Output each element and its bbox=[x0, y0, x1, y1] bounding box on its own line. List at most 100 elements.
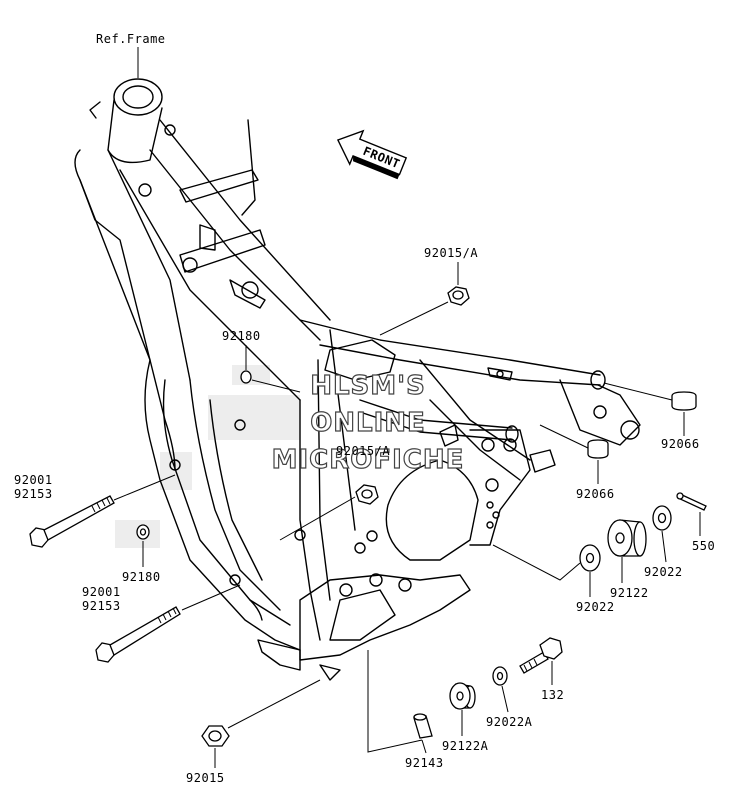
lower-hole-3 bbox=[398, 578, 412, 592]
frame-hole-f bbox=[366, 530, 378, 542]
label-92022-a: 92022 bbox=[576, 600, 615, 614]
clip-bracket bbox=[529, 449, 556, 473]
lead-bolt-lower bbox=[181, 584, 241, 611]
watermark-line-3: MICROFICHE bbox=[272, 445, 465, 475]
seat-tab bbox=[487, 367, 513, 381]
lead-92143-2 bbox=[421, 739, 427, 754]
lead-92015 bbox=[227, 679, 321, 729]
shade-panel-1 bbox=[208, 395, 300, 440]
front-downtube-right bbox=[107, 149, 191, 381]
sub-rail-bottom bbox=[359, 411, 513, 441]
diag-rail-2 bbox=[429, 399, 521, 481]
label-92001-b: 92001 bbox=[82, 585, 121, 599]
bolt-92001-lower bbox=[95, 606, 181, 663]
label-92022a: 92022A bbox=[486, 715, 533, 729]
nut-bottom-hole bbox=[208, 730, 222, 742]
ref-frame-label: Ref.Frame bbox=[96, 32, 166, 46]
frame-hole-c bbox=[169, 459, 181, 471]
bolt-132 bbox=[519, 637, 563, 674]
frame-hole-b bbox=[294, 529, 306, 541]
cross-tube-lower bbox=[179, 229, 266, 273]
label-92122: 92122 bbox=[610, 586, 649, 600]
rear-bracket-boss bbox=[620, 420, 640, 440]
seat-rail-bottom bbox=[319, 344, 601, 386]
frame-hole-e bbox=[354, 542, 366, 554]
bolt-shank-lower bbox=[109, 606, 181, 656]
collar-end bbox=[633, 521, 647, 557]
pin-550 bbox=[676, 492, 707, 511]
label-92015a-top: 92015/A bbox=[424, 246, 478, 260]
nut-hole bbox=[452, 290, 464, 300]
label-92180-mid: 92180 bbox=[122, 570, 161, 584]
seat-rail-top bbox=[299, 319, 601, 376]
label-92122a: 92122A bbox=[442, 739, 489, 753]
watermark-line-1: HLSM'S bbox=[310, 371, 426, 401]
engine-loop-inner bbox=[209, 399, 263, 581]
cradle-loop-inner bbox=[162, 379, 291, 626]
cross-bracket bbox=[199, 224, 216, 251]
frame-hole-d bbox=[234, 419, 246, 431]
cap-92066-b bbox=[587, 439, 609, 459]
cap-body-b bbox=[587, 439, 609, 459]
pivot-upper bbox=[481, 438, 495, 452]
cross-tube-upper bbox=[179, 169, 259, 203]
label-92153-b: 92153 bbox=[82, 599, 121, 613]
pivot-mid bbox=[485, 478, 499, 492]
collar-92122 bbox=[607, 519, 647, 557]
label-92143: 92143 bbox=[405, 756, 444, 770]
nut-92015a-mid bbox=[355, 484, 379, 505]
pivot-upper-2 bbox=[503, 438, 517, 452]
bolt132-thread bbox=[523, 658, 538, 672]
lower-hole-1 bbox=[339, 583, 353, 597]
label-92066-a: 92066 bbox=[661, 437, 700, 451]
lead-92022a bbox=[501, 685, 509, 713]
hole-1 bbox=[486, 501, 494, 509]
top-rail-2 bbox=[149, 149, 321, 341]
centre-tube-back bbox=[329, 329, 356, 531]
pin-eye bbox=[676, 492, 684, 500]
nut-hole-mid bbox=[361, 489, 373, 499]
lead-92015a-mid bbox=[279, 496, 356, 541]
frame-drawing bbox=[74, 78, 641, 681]
top-rail-3 bbox=[119, 169, 301, 401]
lead-92180-top-2 bbox=[251, 379, 301, 393]
rear-bracket-hole bbox=[593, 405, 607, 419]
lead-92022-bolt bbox=[492, 544, 581, 581]
watermark: HLSM'S ONLINE MICROFICHE bbox=[271, 370, 465, 475]
steering-tab bbox=[89, 101, 101, 119]
cradle-loop-outer bbox=[144, 359, 301, 651]
collar-a-hole bbox=[456, 691, 464, 701]
front-arrow-shape bbox=[336, 129, 408, 176]
lead-92015a-top-2 bbox=[379, 301, 449, 336]
lower-cradle bbox=[299, 574, 471, 661]
sleeve-top bbox=[413, 713, 427, 721]
part-labels: Ref.Frame 92015/A 92180 92015/A 92066 92… bbox=[14, 32, 715, 785]
washer-a-hole bbox=[496, 671, 504, 681]
frame-hole-g bbox=[138, 183, 152, 197]
leader-lines bbox=[113, 47, 701, 768]
gusset-plate bbox=[229, 279, 266, 309]
downtube-gusset bbox=[79, 179, 151, 361]
cross-tube-end bbox=[182, 257, 198, 273]
washer-92180-mid-hole bbox=[139, 528, 147, 536]
label-132: 132 bbox=[541, 688, 564, 702]
sub-rail-top bbox=[359, 399, 513, 429]
clamp bbox=[439, 424, 459, 447]
washer-92022-right bbox=[652, 505, 672, 531]
steering-head-top bbox=[113, 78, 163, 116]
sleeve-92143 bbox=[413, 713, 433, 739]
bolt-shank-upper bbox=[43, 495, 115, 541]
lead-92066-a bbox=[603, 382, 673, 401]
label-92015a-mid: 92015/A bbox=[336, 444, 390, 458]
front-arrow-shadow bbox=[353, 155, 400, 180]
bolt-92001-upper bbox=[29, 495, 115, 548]
collar-hole bbox=[615, 532, 625, 544]
washer-92022a bbox=[492, 666, 508, 686]
bolt-thread-upper bbox=[91, 497, 111, 513]
washer-92022-left bbox=[579, 544, 601, 572]
front-downtube-left bbox=[74, 149, 176, 471]
nut-92015-bottom bbox=[201, 725, 230, 747]
centre-tube-left bbox=[299, 399, 321, 641]
